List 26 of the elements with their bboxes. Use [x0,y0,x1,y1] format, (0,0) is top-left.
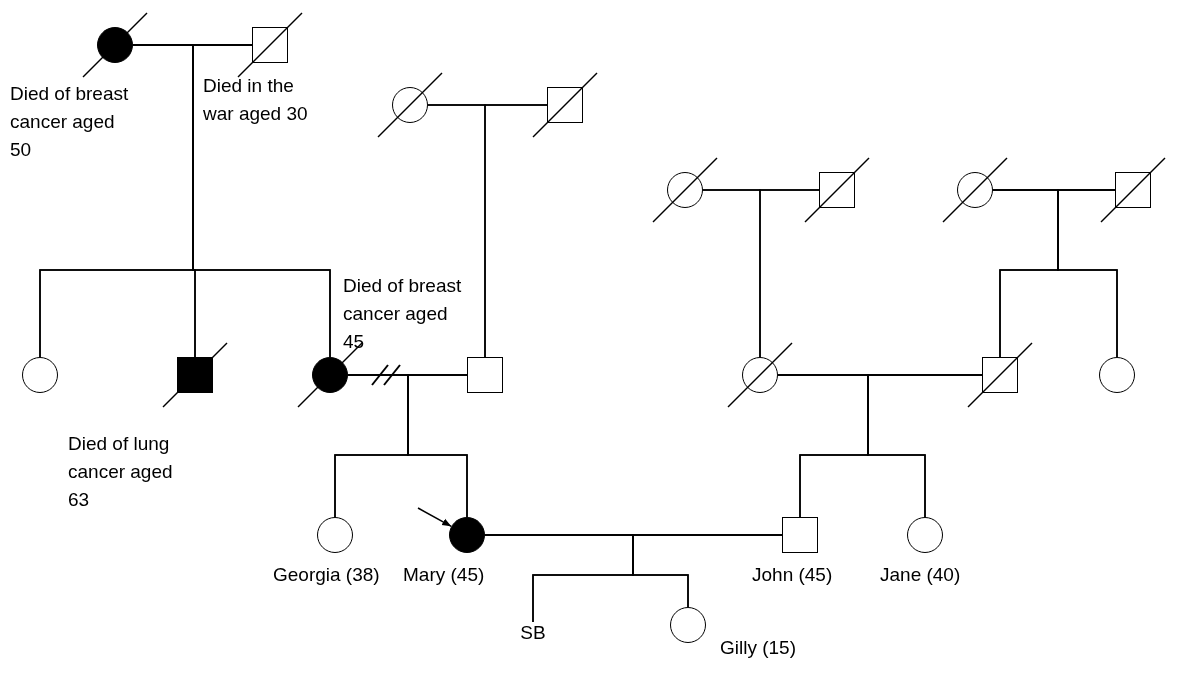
female-symbol [1099,357,1135,393]
male-symbol [782,517,818,553]
female-symbol [449,517,485,553]
pedigree-line [484,104,548,358]
pedigree-line [632,534,783,608]
pedigree-line [1057,189,1118,358]
person-caption: Died of breast cancer aged 45 [343,274,463,354]
female-symbol [907,517,943,553]
female-symbol [22,357,58,393]
male-symbol [467,357,503,393]
proband-arrow [417,507,452,528]
person-caption: Gilly (15) [720,636,797,660]
person-caption: Mary (45) [403,563,486,587]
person-caption: Jane (40) [880,563,962,587]
pedigree-line [867,374,983,518]
person-caption: Died in the war aged 30 [203,74,309,126]
pedigree-line [759,189,820,358]
pedigree-line [192,44,331,358]
pedigree-line [407,374,468,518]
person-caption: John (45) [752,563,834,587]
pedigree-label: SB [513,622,553,644]
person-caption: Died of lung cancer aged 63 [68,432,174,512]
female-symbol [317,517,353,553]
female-symbol [670,607,706,643]
person-caption: Georgia (38) [273,563,381,587]
person-caption: Died of breast cancer aged 50 [10,82,130,162]
